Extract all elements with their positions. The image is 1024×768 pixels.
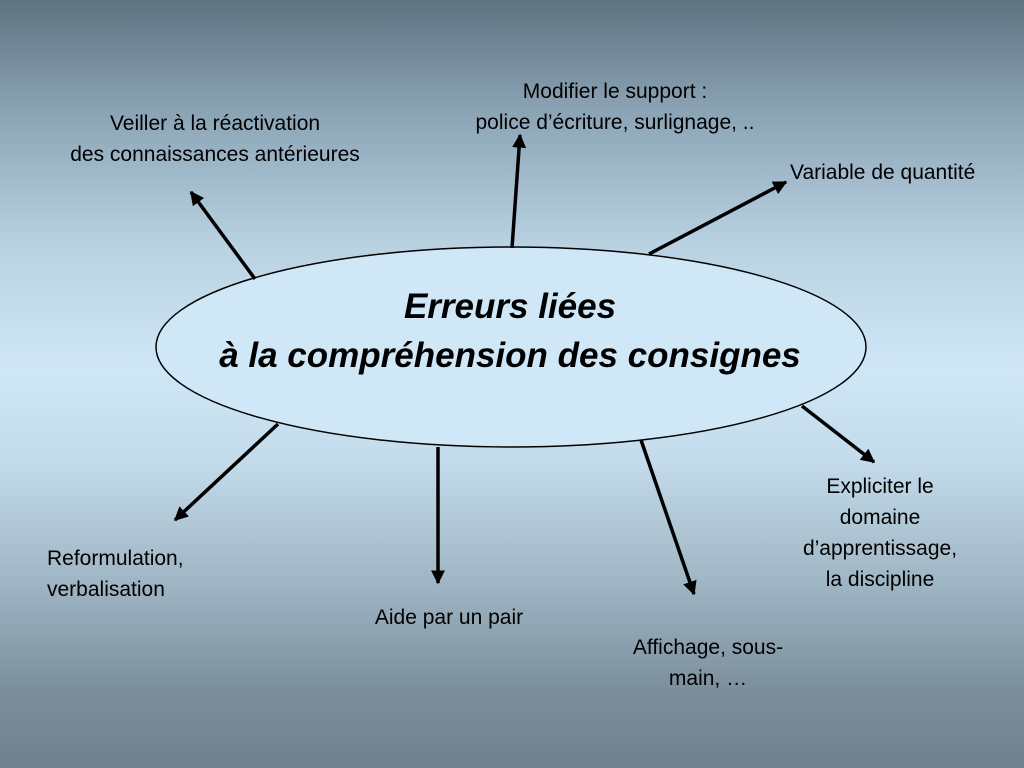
label-affichage: Affichage, sous- main, … xyxy=(608,632,808,694)
label-support-line-1: Modifier le support : xyxy=(522,80,708,103)
label-reformulation: Reformulation, verbalisation xyxy=(47,543,247,605)
arrow-reactivation xyxy=(189,190,257,281)
label-reactivation-line-2: des connaissances antérieures xyxy=(70,143,360,166)
label-affichage-line-2: main, … xyxy=(668,667,748,690)
central-title: Erreurs liées à la compréhension des con… xyxy=(160,282,860,380)
label-expliciter-line-1: Expliciter le xyxy=(826,475,934,498)
label-reformulation-line-2: verbalisation xyxy=(47,578,165,601)
central-title-line-2: à la compréhension des consignes xyxy=(219,336,801,375)
label-expliciter-line-2: domaine xyxy=(839,506,921,529)
label-affichage-line-1: Affichage, sous- xyxy=(632,636,784,659)
label-reactivation-line-1: Veiller à la réactivation xyxy=(109,112,321,135)
arrow-quantite xyxy=(648,180,788,256)
label-expliciter-line-4: la discipline xyxy=(825,568,935,591)
label-support-line-2: police d’écriture, surlignage, .. xyxy=(475,111,755,134)
label-quantite-line-1: Variable de quantité xyxy=(790,161,976,184)
label-expliciter-line-3: d’apprentissage, xyxy=(802,537,958,560)
label-reformulation-line-1: Reformulation, xyxy=(47,547,184,570)
label-expliciter: Expliciter le domaine d’apprentissage, l… xyxy=(780,471,980,595)
central-title-line-1: Erreurs liées xyxy=(403,287,617,326)
label-reactivation: Veiller à la réactivation des connaissan… xyxy=(35,108,395,170)
label-quantite: Variable de quantité xyxy=(790,157,1020,188)
arrow-affichage xyxy=(639,439,697,596)
label-pair-line-1: Aide par un pair xyxy=(374,606,524,629)
arrow-reformulation xyxy=(173,422,280,522)
label-support: Modifier le support : police d’écriture,… xyxy=(425,76,805,138)
label-pair: Aide par un pair xyxy=(339,602,559,633)
arrow-expliciter xyxy=(800,404,876,464)
arrow-support xyxy=(510,133,527,249)
